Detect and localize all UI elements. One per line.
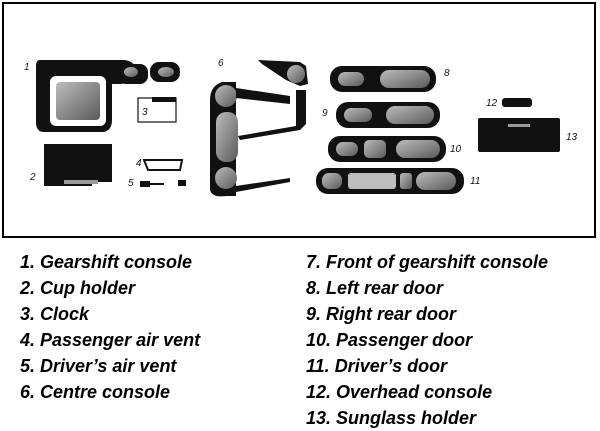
part-sunglass-holder [478, 118, 560, 152]
callout-10: 10 [450, 144, 462, 155]
diagram-frame [2, 2, 596, 238]
callout-6: 6 [218, 58, 224, 69]
legend-item: 13. Sunglass holder [306, 408, 477, 428]
callout-2: 2 [30, 172, 36, 183]
legend-item: 1. Gearshift console [20, 252, 193, 272]
callout-12: 12 [486, 98, 498, 109]
callout-9: 9 [322, 108, 328, 119]
callout-11: 11 [470, 176, 481, 187]
legend-item: 10. Passenger door [306, 330, 473, 350]
legend-right-column: 7. Front of gearshift console 8. Left re… [306, 249, 548, 431]
callout-1: 1 [24, 62, 30, 73]
part-centre-console [210, 82, 290, 197]
part-cup-holder [44, 144, 112, 186]
callout-7: 7 [300, 116, 306, 127]
legend-item: 6. Centre console [20, 382, 171, 402]
legend-left-column: 1. Gearshift console 2. Cup holder 3. Cl… [20, 249, 200, 405]
callout-4: 4 [136, 158, 142, 169]
legend-item: 9. Right rear door [306, 304, 457, 324]
legend-item: 2. Cup holder [20, 278, 136, 298]
part-passenger-air-vent [142, 159, 184, 171]
part-left-rear-door [330, 66, 436, 92]
part-drivers-air-vent [140, 180, 186, 187]
part-overhead-console [502, 98, 532, 107]
legend-item: 8. Left rear door [306, 278, 444, 298]
part-clock [137, 97, 177, 123]
legend-item: 11. Driver’s door [306, 356, 448, 376]
legend-item: 12. Overhead console [306, 382, 493, 402]
legend-item: 3. Clock [20, 304, 90, 324]
part-drivers-door [316, 168, 464, 194]
parts-diagram [36, 60, 560, 197]
legend-item: 7. Front of gearshift console [306, 252, 549, 272]
legend-item: 4. Passenger air vent [20, 330, 201, 350]
part-gearshift-console [36, 60, 180, 132]
callout-3: 3 [142, 107, 148, 118]
callout-5: 5 [128, 178, 134, 189]
callout-8: 8 [444, 68, 450, 79]
part-passenger-door [328, 136, 446, 162]
part-front-of-gearshift-console [238, 60, 308, 140]
legend-item: 5. Driver’s air vent [20, 356, 177, 376]
callout-13: 13 [566, 132, 578, 143]
part-right-rear-door [336, 102, 440, 128]
